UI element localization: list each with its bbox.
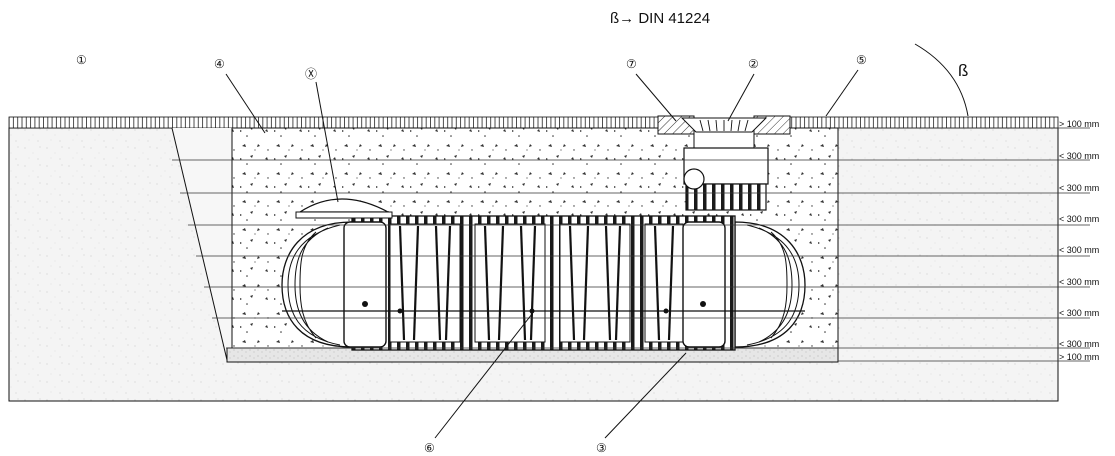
tank-rib-lines [398,225,675,341]
tank-end-right [734,221,806,348]
tank-bolt [663,308,669,314]
tank-segment-right [682,221,726,348]
tank-bolt [397,308,403,314]
callout-7: ⑦ [626,57,637,71]
dim-label: > 100 mm [1059,352,1099,362]
slope-line [171,127,228,361]
slope-angle-label: ß [958,61,968,80]
excavation-slope-left [172,128,232,360]
dim-label: < 300 mm [1059,151,1099,161]
callout-6: ⑥ [424,441,435,455]
shaft-lower [685,183,767,211]
surface-turf-right [789,116,1059,129]
layer-lines [172,127,1090,362]
tank-end-left-ribs [287,224,341,346]
tank-end-right-ribs [746,224,800,346]
callout-3: ③ [596,441,607,455]
dim-label: < 300 mm [1059,245,1099,255]
surface-turf-left [8,116,659,129]
tank-bolt [700,301,706,307]
callout-5: ⑤ [856,53,867,67]
tank-end-left [281,221,353,348]
lid-teeth [699,119,749,132]
slope-angle-arc [914,43,969,117]
shaft-port [683,168,705,190]
dim-label: > 100 mm [1059,119,1099,129]
callout-x: Ⓧ [305,67,317,81]
callout-leaders [225,69,859,439]
dome-cover-base [295,211,393,219]
dim-label: < 300 mm [1059,277,1099,287]
tank-panel [644,223,684,343]
tank [281,215,806,351]
access-shaft [683,129,769,211]
dim-label: < 300 mm [1059,339,1099,349]
din-reference-text: ß→ DIN 41224 [610,10,710,27]
shaft-cone [693,129,755,149]
callout-1: ① [76,53,87,67]
tank-bolt [529,308,535,314]
dome-cover [297,198,389,213]
tank-bolt [362,301,368,307]
dim-label: < 300 mm [1059,308,1099,318]
tank-segment-left [343,221,387,348]
callout-4: ④ [214,57,225,71]
dim-label: < 300 mm [1059,214,1099,224]
callout-2: ② [748,57,759,71]
dim-label: < 300 mm [1059,183,1099,193]
